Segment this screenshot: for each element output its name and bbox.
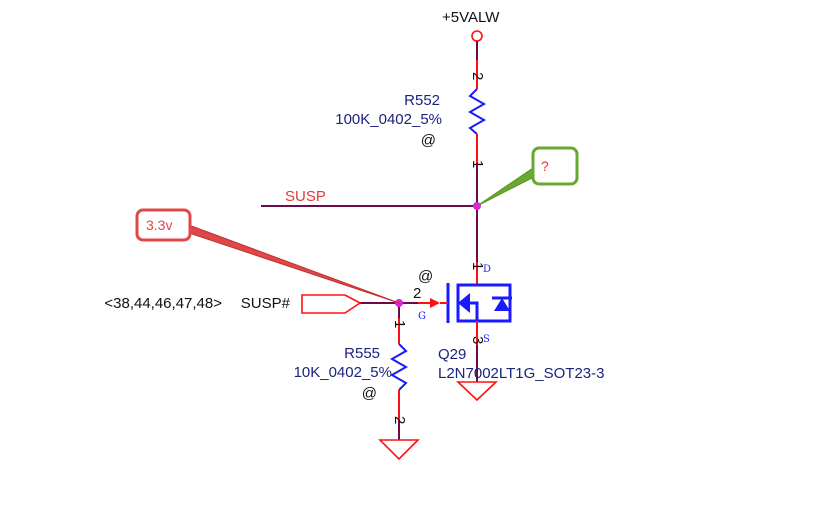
q29-body-arrow xyxy=(458,293,470,313)
susp-n-page-refs: <38,44,46,47,48> xyxy=(104,295,222,312)
q29-tag-drain: D xyxy=(483,264,491,275)
r555-ground-symbol xyxy=(378,439,420,461)
r555-resistor-symbol xyxy=(389,343,409,391)
callout-susp-voltage-text: ? xyxy=(541,158,549,174)
susp-n-port-symbol xyxy=(301,294,362,314)
q29-value: L2N7002LT1G_SOT23-3 xyxy=(438,365,605,382)
power-rail-symbol xyxy=(471,30,483,42)
q29-ground-symbol xyxy=(455,381,499,402)
power-rail-label: +5VALW xyxy=(442,9,500,26)
r552-pin-top: 2 xyxy=(469,72,486,80)
callout-gate-voltage-box xyxy=(135,208,192,242)
q29-pin-drain: 1 xyxy=(469,262,486,270)
q29-pin-source: 3 xyxy=(469,336,486,344)
q29-diode-triangle xyxy=(494,298,510,311)
r555-pin-top: 1 xyxy=(391,320,408,328)
r552-ref: R552 xyxy=(404,92,440,109)
r555-ref: R555 xyxy=(344,345,380,362)
r555-value: 10K_0402_5% xyxy=(294,364,392,381)
callout-gate-voltage-text: 3.3v xyxy=(146,217,172,233)
q29-pin-gate: 2 xyxy=(413,285,421,302)
q29-tag-gate: G xyxy=(418,311,426,322)
r555-pin-bottom: 2 xyxy=(391,416,408,424)
r552-value: 100K_0402_5% xyxy=(335,111,442,128)
callout-susp-voltage-pointer xyxy=(476,167,537,207)
q29-mark: @ xyxy=(418,268,433,285)
callout-gate-voltage-pointer xyxy=(184,223,400,304)
r555-mark: @ xyxy=(362,385,377,402)
q29-tag-source: S xyxy=(483,334,490,345)
r552-mark: @ xyxy=(421,132,436,149)
susp-n-net-label: SUSP# xyxy=(241,295,291,312)
callout-gate-voltage: 3.3v xyxy=(135,208,400,304)
callout-susp-voltage-box xyxy=(531,146,579,186)
q29-ref: Q29 xyxy=(438,346,466,363)
callout-susp-voltage: ? xyxy=(476,146,579,207)
q29-gate-arrow xyxy=(430,298,440,308)
r552-resistor-symbol xyxy=(467,88,487,135)
q29-body-connection xyxy=(470,301,479,321)
susp-net-label: SUSP xyxy=(285,188,326,205)
